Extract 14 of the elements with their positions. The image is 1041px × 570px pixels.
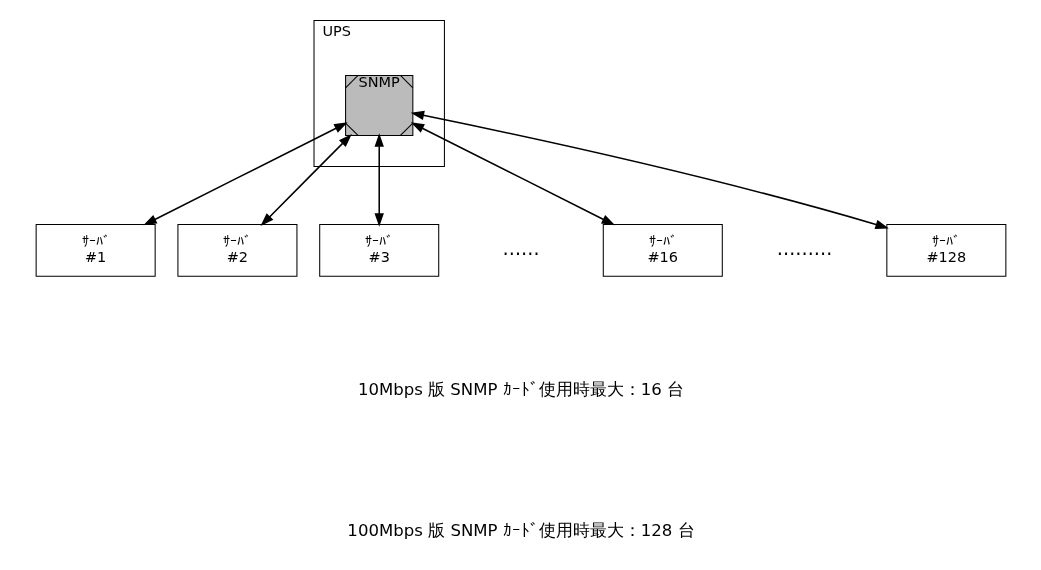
node-box: ｻｰﾊﾞ #1 [35,223,156,277]
arrow [410,110,889,229]
label: 100Mbps 版 SNMP ｶｰﾄﾞ使用時最大：128 台 [346,520,695,540]
node-box: ｻｰﾊﾞ #128 [885,223,1006,277]
arrow [410,122,615,226]
label: ……… [776,237,832,259]
node-box: ｻｰﾊﾞ #16 [602,223,723,277]
label: …… [501,237,540,259]
node-box: ｻｰﾊﾞ #3 [318,223,439,277]
node-box: ｻｰﾊﾞ #2 [176,223,297,277]
arrow [260,134,352,227]
arrow [374,133,384,227]
label: 10Mbps 版 SNMP ｶｰﾄﾞ使用時最大：16 台 [357,380,684,400]
arrow [142,122,348,226]
